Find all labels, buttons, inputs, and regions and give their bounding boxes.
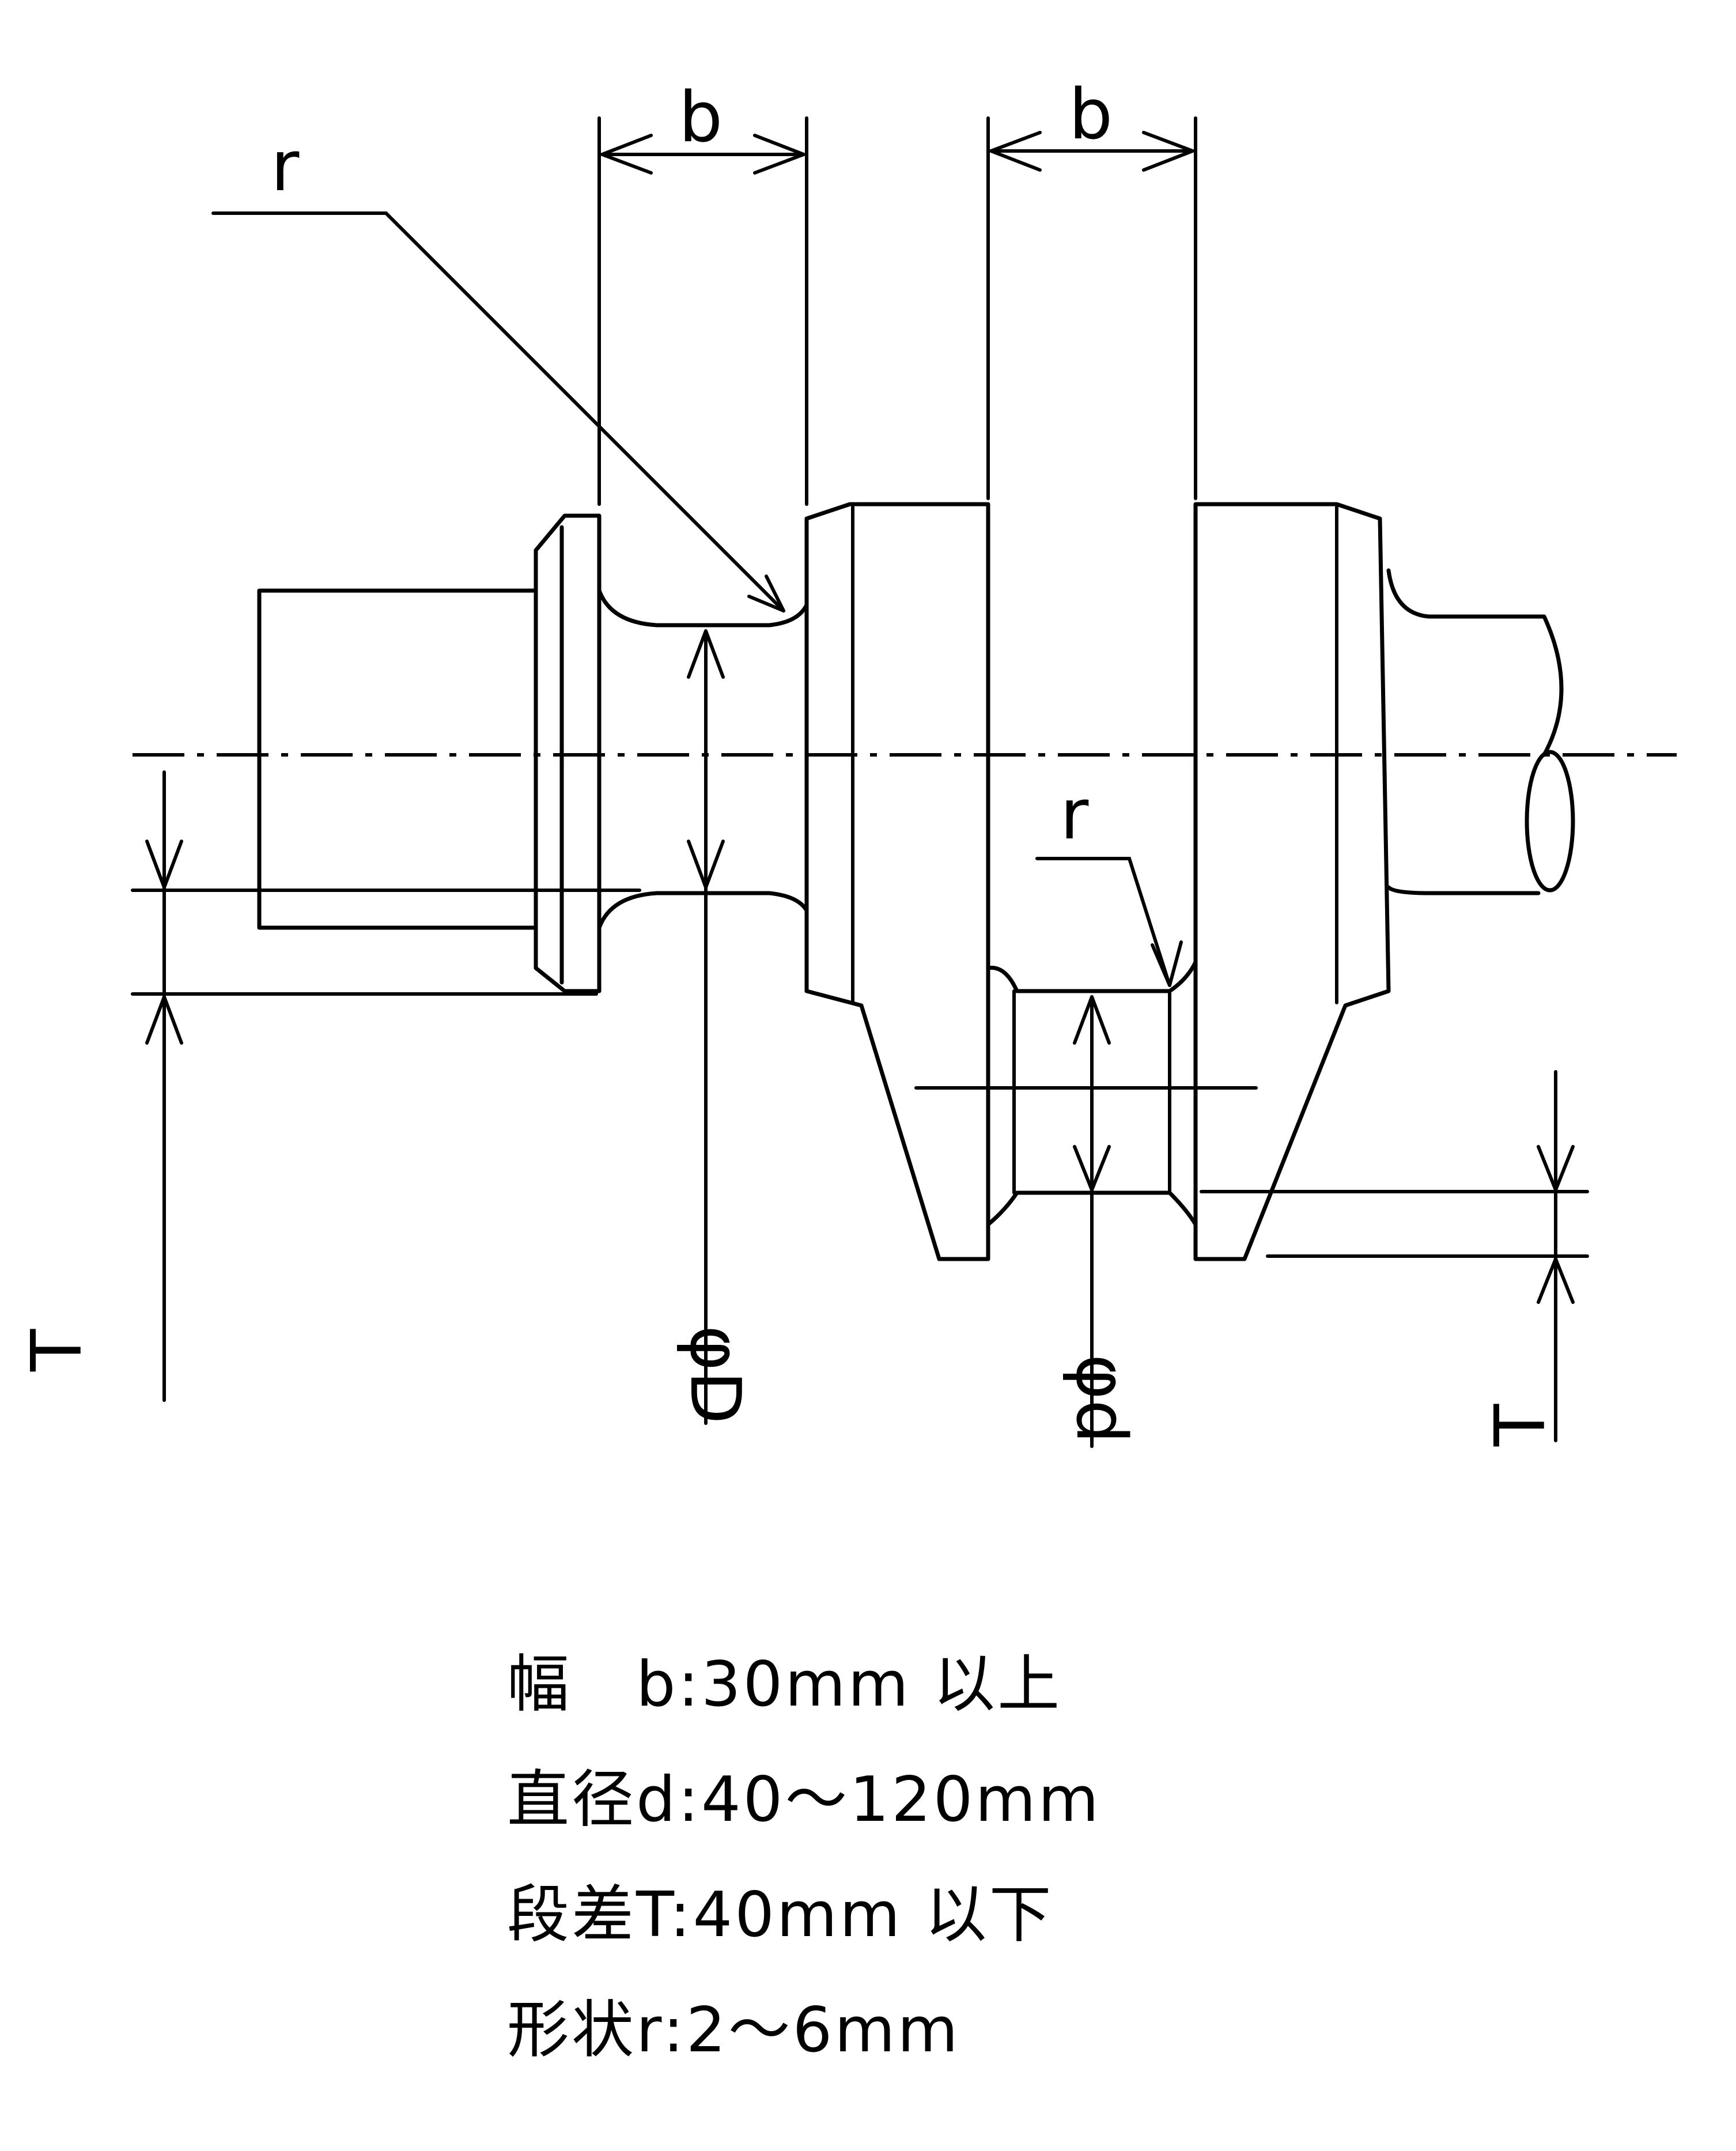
- b-right-arrow-l: [989, 131, 1042, 172]
- right-journal: [1386, 568, 1564, 757]
- b-right-label: b: [1069, 75, 1113, 155]
- b-left-arrow-r: [753, 134, 805, 175]
- T-left-label: T: [17, 1329, 97, 1372]
- T-right-arrow-top: [1537, 1145, 1575, 1192]
- r-lower-leader: [1035, 857, 1171, 987]
- right-crank-web: [1193, 502, 1391, 1261]
- r-upper-leader: [211, 211, 785, 613]
- phid-arrow-top: [1073, 995, 1111, 1045]
- T-left-arrow-top: [145, 840, 183, 889]
- left-crank-web: [804, 502, 990, 1261]
- b-left-arrow-l: [600, 134, 653, 175]
- T-left-arrow-bottom: [145, 995, 183, 1045]
- phiD-arrow-top: [687, 629, 725, 679]
- phid-label: φd: [1061, 1354, 1141, 1443]
- T-right-arrow-bottom: [1537, 1257, 1575, 1304]
- spec-step: 段差T:40mm 以下: [507, 1879, 1054, 1951]
- right-journal-bottom: [1386, 885, 1541, 895]
- phid-arrow-bottom: [1073, 1145, 1111, 1192]
- r-upper-label: r: [271, 127, 300, 207]
- right-shaft-break: [1525, 750, 1575, 893]
- left-flange: [534, 513, 602, 993]
- spec-radius: 形状r:2〜6mm: [507, 1994, 960, 2066]
- r-lower-label: r: [1060, 775, 1089, 855]
- r-upper-arrow: [747, 574, 785, 613]
- spec-width: 幅 b:30mm 以上: [507, 1649, 1062, 1721]
- spec-diameter: 直径d:40〜120mm: [507, 1764, 1101, 1836]
- b-left-label: b: [679, 78, 723, 158]
- T-right-label: T: [1481, 1404, 1561, 1447]
- phiD-label: φD: [675, 1325, 755, 1424]
- left-shaft-end: [257, 588, 538, 930]
- r-lower-arrow: [1151, 940, 1183, 987]
- crank-pin: [986, 960, 1198, 993]
- b-right-arrow-r: [1142, 131, 1194, 172]
- left-journal-bottom: [597, 891, 809, 930]
- phiD-arrow-bottom: [687, 840, 725, 889]
- left-journal: [597, 588, 809, 627]
